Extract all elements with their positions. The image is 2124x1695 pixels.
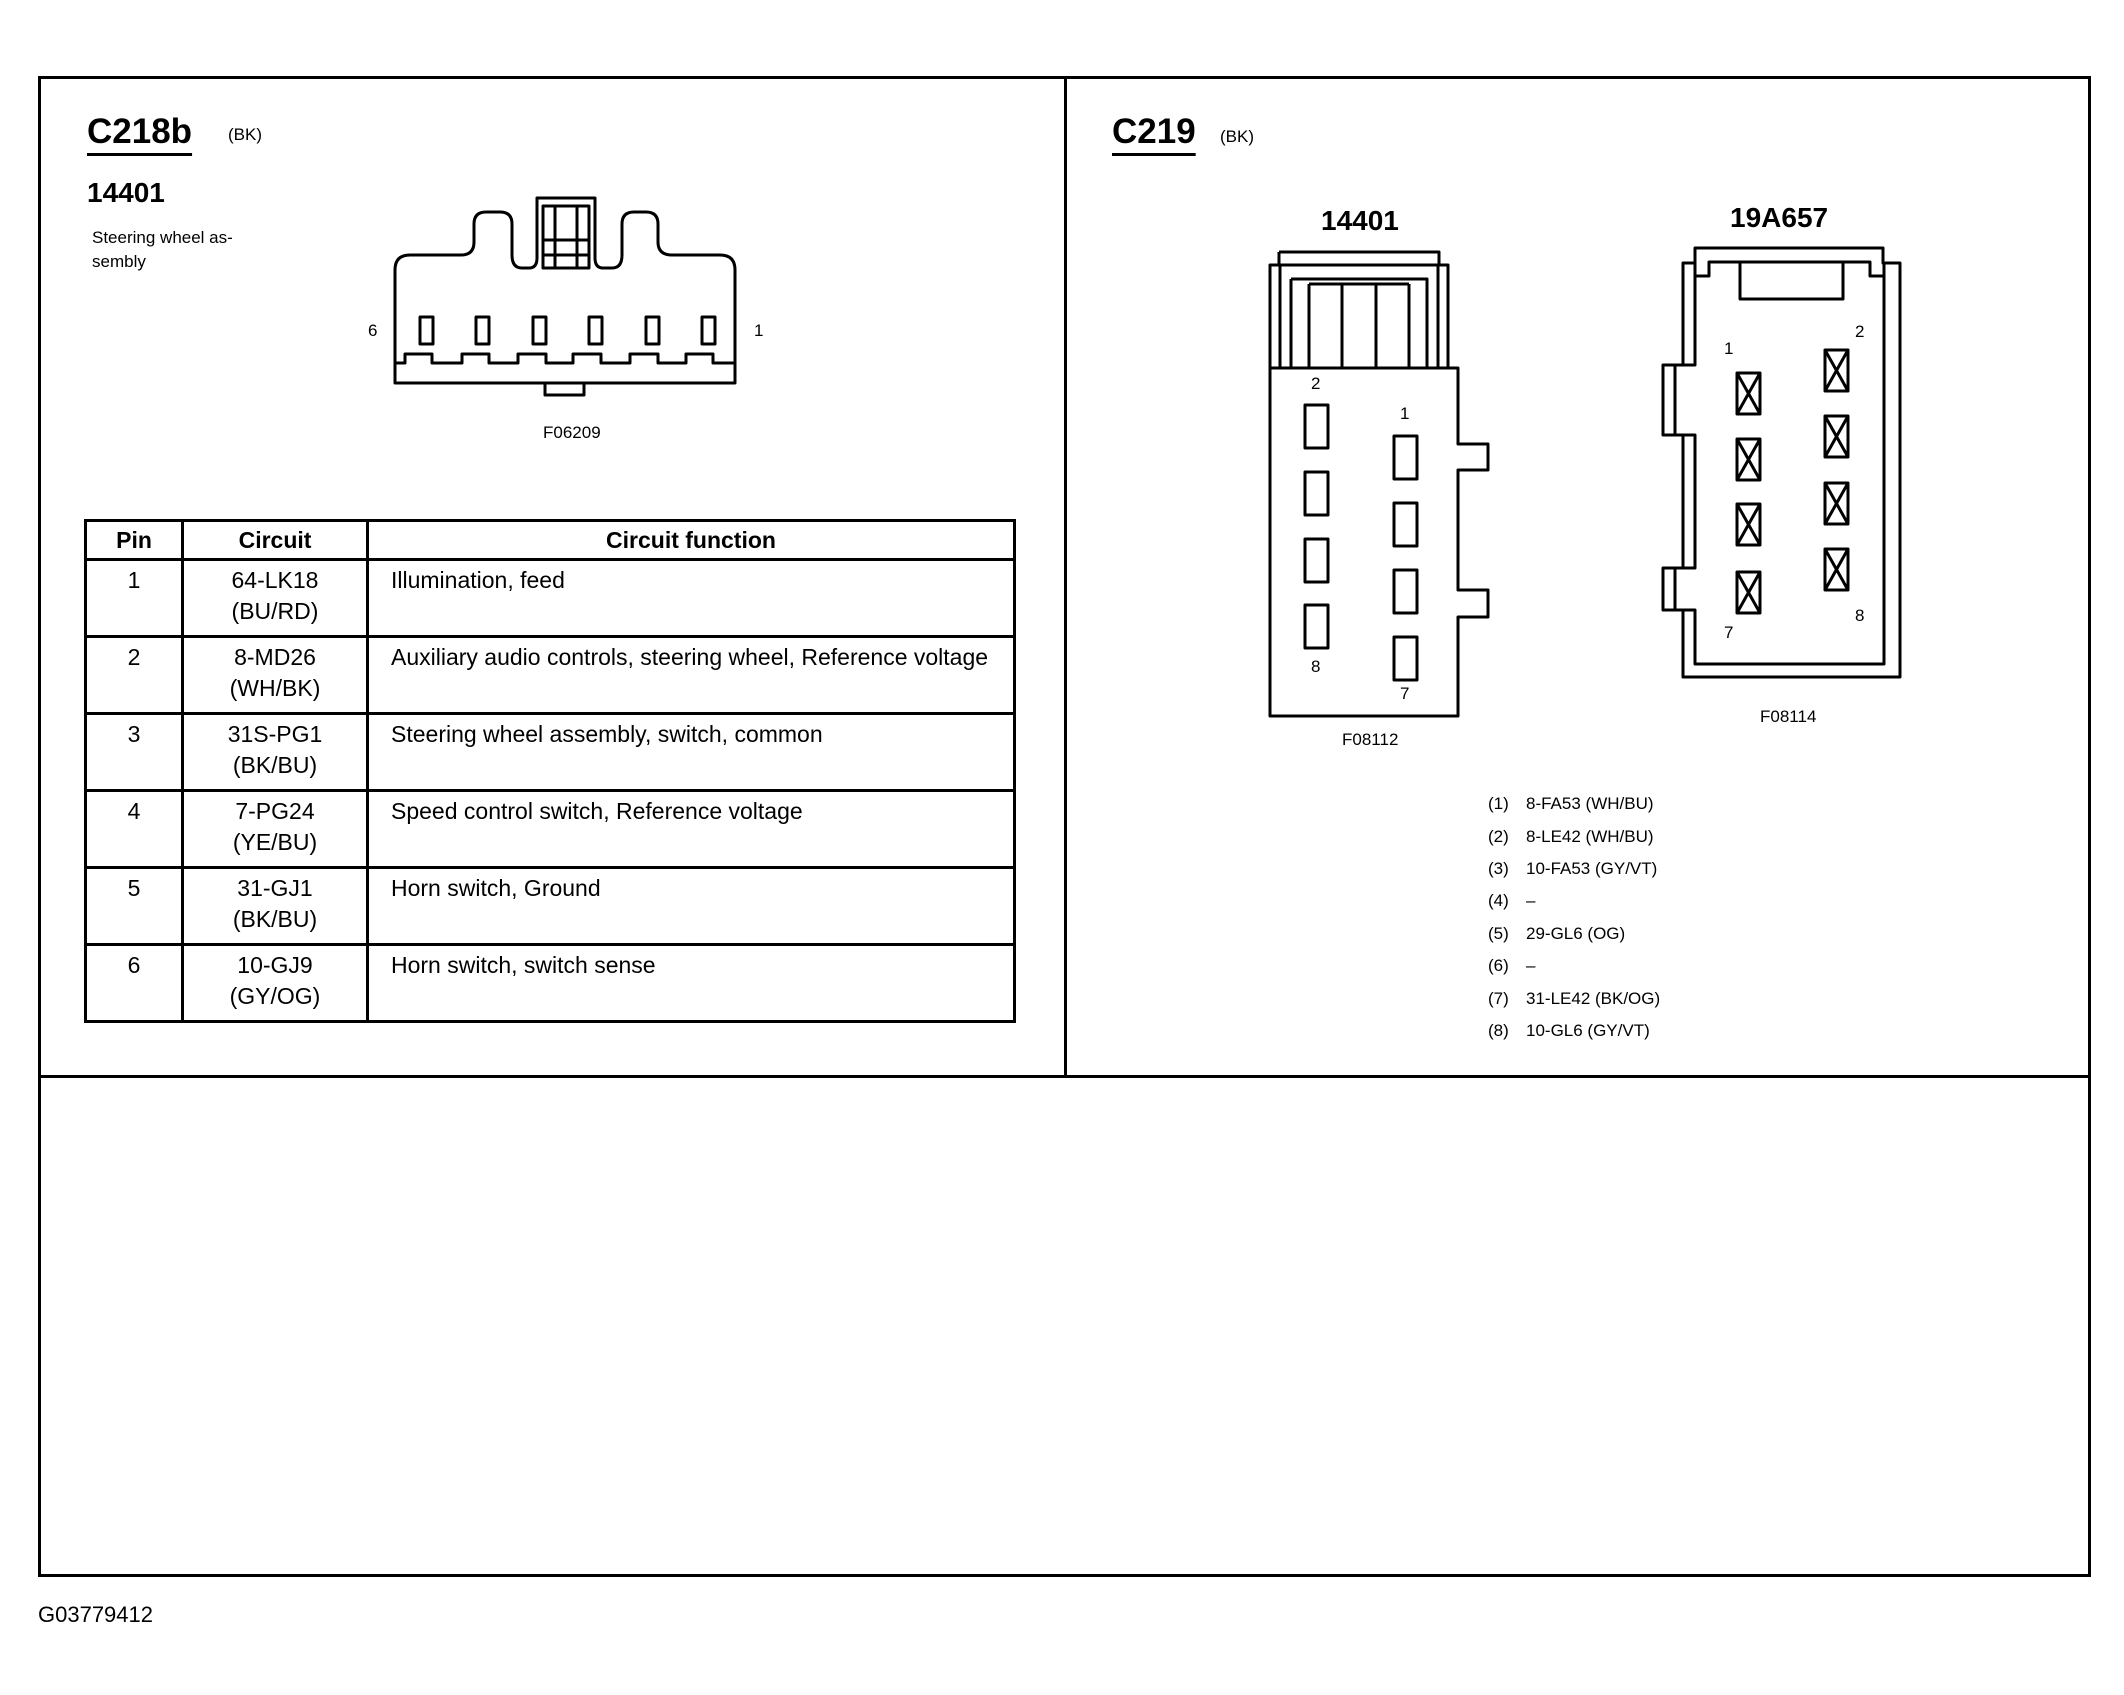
legend-num: (5) <box>1488 923 1509 943</box>
c219a-pin-label-7: 7 <box>1400 684 1410 703</box>
part-number-14401: 14401 <box>1321 205 1399 236</box>
legend-item: (7) 31-LE42 (BK/OG) <box>1488 982 1660 1014</box>
table-row: 6 10-GJ9 (GY/OG) Horn switch, switch sens… <box>84 943 1016 1023</box>
pin-table: Pin Circuit Circuit function 1 64-LK18 (B… <box>84 519 1016 1023</box>
c219b-pin-label-2: 2 <box>1855 322 1865 341</box>
figure-id-f06209: F06209 <box>543 423 601 442</box>
pin-label-1: 1 <box>754 321 764 340</box>
table-row: 3 31S-PG1 (BK/BU) Steering wheel assembly… <box>84 712 1016 792</box>
c219b-pin-label-8: 8 <box>1855 606 1865 625</box>
legend-text: 10-FA53 (GY/VT) <box>1526 858 1658 878</box>
pin-label-6: 6 <box>368 321 378 340</box>
legend-item: (8) 10-GL6 (GY/VT) <box>1488 1015 1660 1047</box>
pin-cell: 5 <box>84 866 184 946</box>
circuit-color: (BU/RD) <box>231 598 319 624</box>
function-cell: Auxiliary audio controls, steering wheel… <box>366 635 1016 715</box>
circuit-code: 64-LK18 <box>231 567 319 593</box>
header-circuit: Circuit <box>181 519 369 561</box>
circuit-color: (WH/BK) <box>229 675 321 701</box>
legend-text: 31-LE42 (BK/OG) <box>1526 988 1661 1008</box>
connector-id-c219: C219 <box>1112 112 1196 151</box>
header-pin: Pin <box>84 519 184 561</box>
connector-color-left: (BK) <box>228 125 262 144</box>
circuit-color: (BK/BU) <box>232 906 318 932</box>
c218b-connector-drawing <box>393 196 737 397</box>
circuit-code: 31S-PG1 <box>227 721 323 747</box>
table-row: 2 8-MD26 (WH/BK) Auxiliary audio controls… <box>84 635 1016 715</box>
circuit-color: (GY/OG) <box>229 983 321 1009</box>
x-pin-cavities <box>1735 348 1850 615</box>
c219a-pin-label-8: 8 <box>1311 657 1321 676</box>
legend-text: – <box>1526 956 1536 976</box>
connector-description: Steering wheel as- sembly <box>92 228 233 271</box>
pin-cell: 2 <box>84 635 184 715</box>
legend-num: (4) <box>1488 891 1509 911</box>
part-number-left: 14401 <box>87 177 165 208</box>
legend-text: 8-LE42 (WH/BU) <box>1526 826 1654 846</box>
c219b-pin-label-1: 1 <box>1724 339 1734 358</box>
function-cell: Horn switch, Ground <box>366 866 1016 946</box>
circuit-cell: 64-LK18 (BU/RD) <box>181 558 369 638</box>
legend-num: (6) <box>1488 956 1509 976</box>
vertical-divider <box>1064 76 1067 1077</box>
legend-item: (4)– <box>1488 885 1660 917</box>
pin-cell: 6 <box>84 943 184 1023</box>
circuit-color: (BK/BU) <box>232 752 318 778</box>
circuit-cell: 7-PG24 (YE/BU) <box>181 789 369 869</box>
circuit-cell: 8-MD26 (WH/BK) <box>181 635 369 715</box>
legend-num: (7) <box>1488 988 1509 1008</box>
legend-text: 10-GL6 (GY/VT) <box>1526 1020 1650 1040</box>
table-row: 4 7-PG24 (YE/BU) Speed control switch, Re… <box>84 789 1016 869</box>
legend-item: (5) 29-GL6 (OG) <box>1488 918 1660 950</box>
pin-cell: 1 <box>84 558 184 638</box>
legend-text: 29-GL6 (OG) <box>1526 923 1626 943</box>
legend-item: (6)– <box>1488 950 1660 982</box>
legend-num: (3) <box>1488 858 1509 878</box>
circuit-cell: 31-GJ1 (BK/BU) <box>181 866 369 946</box>
circuit-code: 7-PG24 <box>235 798 315 824</box>
circuit-code: 31-GJ1 <box>237 875 313 901</box>
function-cell: Speed control switch, Reference voltage <box>366 789 1016 869</box>
legend-item: (3) 10-FA53 (GY/VT) <box>1488 853 1660 885</box>
circuit-cell: 31S-PG1 (BK/BU) <box>181 712 369 792</box>
figure-id-f08112: F08112 <box>1342 730 1399 749</box>
table-row: 1 64-LK18 (BU/RD) Illumination, feed <box>84 558 1016 638</box>
c219a-pin-label-2: 2 <box>1311 374 1321 393</box>
legend-item: (1) 8-FA53 (WH/BU) <box>1488 788 1660 820</box>
legend-text: – <box>1526 891 1536 911</box>
pin-cell: 3 <box>84 712 184 792</box>
c219b-pin-label-7: 7 <box>1724 623 1734 642</box>
legend-text: 8-FA53 (WH/BU) <box>1526 794 1654 814</box>
circuit-code: 10-GJ9 <box>237 952 313 978</box>
circuit-cell: 10-GJ9 (GY/OG) <box>181 943 369 1023</box>
legend-num: (1) <box>1488 794 1509 814</box>
table-header-row: Pin Circuit Circuit function <box>84 519 1016 561</box>
legend-item: (2) 8-LE42 (WH/BU) <box>1488 820 1660 852</box>
table-row: 5 31-GJ1 (BK/BU) Horn switch, Ground <box>84 866 1016 946</box>
legend-num: (2) <box>1488 826 1509 846</box>
connector-id-c218b: C218b <box>87 112 193 151</box>
c219-19a657-connector-drawing <box>1661 246 1902 679</box>
c219-14401-connector-drawing <box>1268 250 1490 718</box>
part-number-19a657: 19A657 <box>1730 202 1829 233</box>
function-cell: Illumination, feed <box>366 558 1016 638</box>
legend-num: (8) <box>1488 1020 1509 1040</box>
footer-graphic-id: G03779412 <box>38 1602 153 1627</box>
c219a-pin-label-1: 1 <box>1400 404 1410 423</box>
figure-id-f08114: F08114 <box>1760 707 1817 726</box>
circuit-color: (YE/BU) <box>232 829 318 855</box>
circuit-legend: (1) 8-FA53 (WH/BU) (2) 8-LE42 (WH/BU) (3) 1… <box>1488 788 1660 1047</box>
pin-cell: 4 <box>84 789 184 869</box>
header-function: Circuit function <box>366 519 1016 561</box>
function-cell: Horn switch, switch sense <box>366 943 1016 1023</box>
connector-color-right: (BK) <box>1220 127 1254 146</box>
function-cell: Steering wheel assembly, switch, common <box>366 712 1016 792</box>
circuit-code: 8-MD26 <box>234 644 316 670</box>
